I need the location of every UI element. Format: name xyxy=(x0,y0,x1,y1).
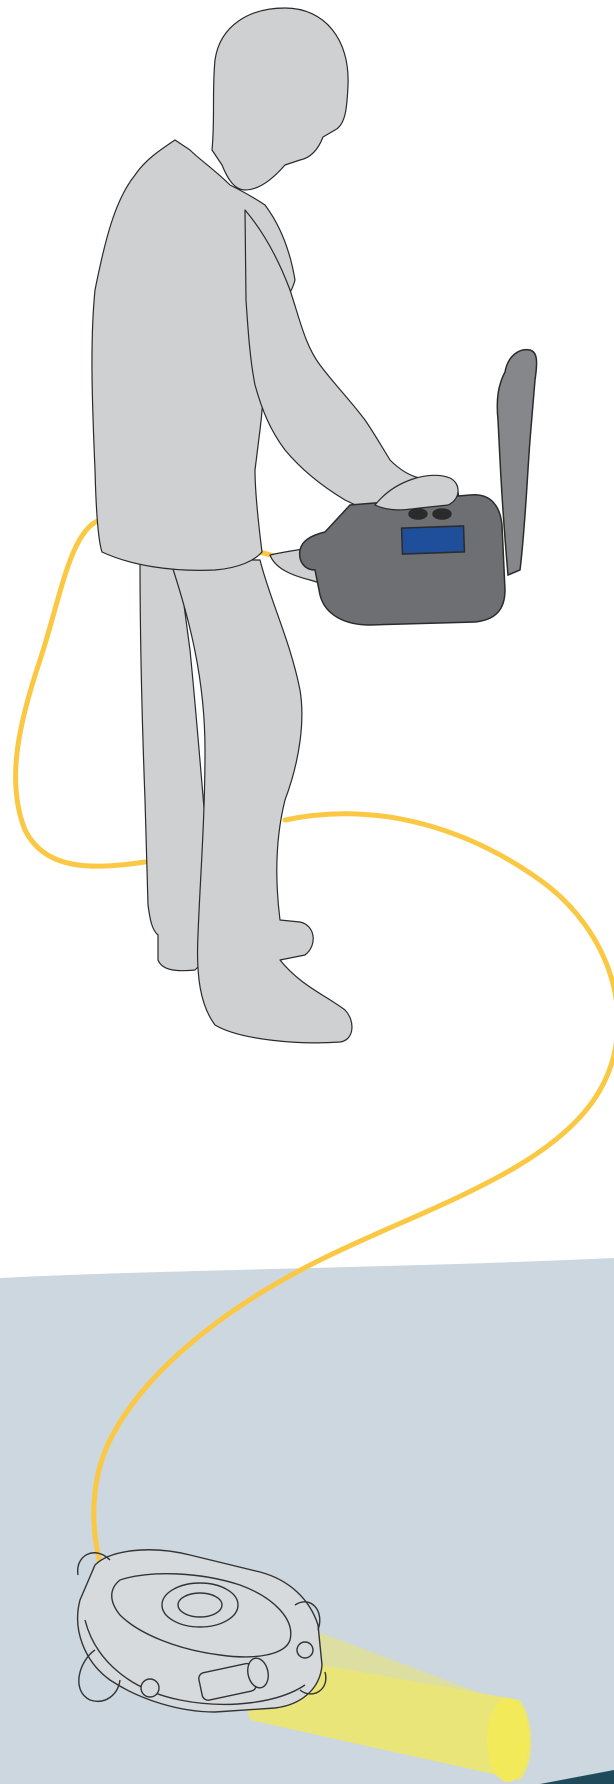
rov-light-left xyxy=(141,1679,159,1697)
controller-left-knob xyxy=(409,509,427,519)
controller-screen xyxy=(402,526,465,554)
controller-base xyxy=(300,495,505,625)
controller-right-knob xyxy=(433,509,451,519)
operator-head xyxy=(212,8,348,190)
light-beam-end xyxy=(487,1698,529,1782)
rov-light-right xyxy=(297,1642,313,1658)
